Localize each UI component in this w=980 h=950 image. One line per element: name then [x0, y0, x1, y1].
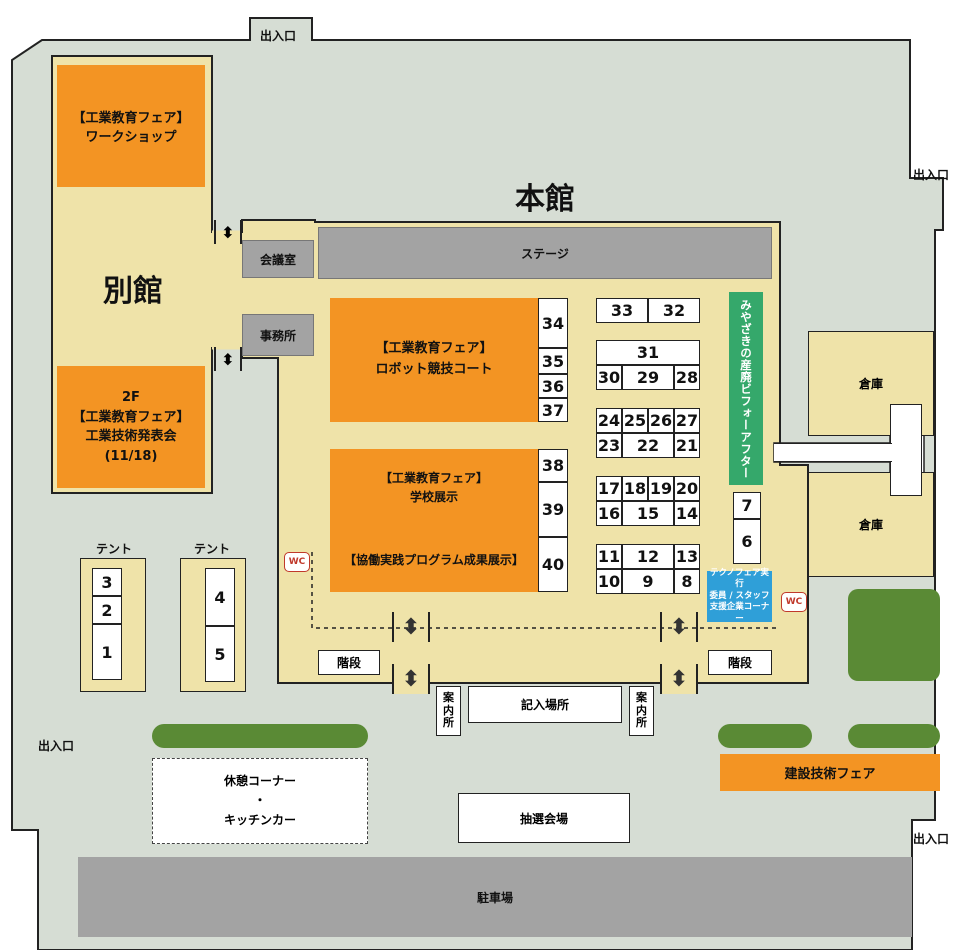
school-exhibit: 【工業教育フェア】 学校展示 【協働実践プログラム成果展示】 — [330, 449, 538, 592]
info-desk-right: 案 内 所 — [629, 686, 654, 736]
hedge-right-1 — [718, 724, 812, 748]
booth-15[interactable]: 15 — [622, 501, 674, 526]
reception-area: 記入場所 — [468, 686, 622, 723]
door-inner-right: ⬍ — [660, 612, 698, 642]
booth-30[interactable]: 30 — [596, 365, 622, 390]
recycle-exhibit-label: みやざきの産廃ビフォーアフター — [739, 298, 753, 479]
annex-presentation: 2F 【工業教育フェア】 工業技術発表会 (11/18) — [57, 366, 205, 488]
tent-booth-2[interactable]: 2 — [92, 596, 122, 624]
stairs-right: 階段 — [708, 650, 772, 675]
tent-label-left: テント — [96, 542, 133, 556]
booth-6[interactable]: 6 — [733, 519, 761, 564]
booth-21[interactable]: 21 — [674, 433, 700, 458]
booth-25[interactable]: 25 — [622, 408, 648, 433]
entrance-top: 出入口 — [260, 29, 297, 43]
collab-exhibit-label: 【協働実践プログラム成果展示】 — [344, 553, 524, 567]
up-down-arrow-icon: ⬍ — [669, 614, 689, 640]
annex-door-lower: ⬍ — [214, 347, 242, 371]
tent-booth-4[interactable]: 4 — [205, 568, 235, 626]
construction-fair: 建設技術フェア — [720, 754, 940, 791]
booth-9[interactable]: 9 — [622, 569, 674, 594]
booth-33[interactable]: 33 — [596, 298, 648, 323]
meeting-room: 会議室 — [242, 240, 314, 278]
entrance-lower-right: 出入口 — [913, 832, 950, 846]
rest-and-kitchen-car: 休憩コーナー ・ キッチンカー — [152, 758, 368, 844]
booth-23[interactable]: 23 — [596, 433, 622, 458]
stage: ステージ — [318, 227, 772, 279]
parking-lot: 駐車場 — [78, 857, 912, 937]
booth-22[interactable]: 22 — [622, 433, 674, 458]
office: 事務所 — [242, 314, 314, 356]
tent-label-right: テント — [194, 542, 231, 556]
booth-20[interactable]: 20 — [674, 476, 700, 501]
lottery-venue: 抽選会場 — [458, 793, 630, 843]
booth-26[interactable]: 26 — [648, 408, 674, 433]
booth-24[interactable]: 24 — [596, 408, 622, 433]
connector-white — [890, 404, 922, 496]
booth-11[interactable]: 11 — [596, 544, 622, 569]
booth-17[interactable]: 17 — [596, 476, 622, 501]
booth-8[interactable]: 8 — [674, 569, 700, 594]
wc-right: WC — [781, 592, 807, 612]
annex-door-upper: ⬍ — [214, 220, 242, 244]
up-down-arrow-icon: ⬍ — [221, 222, 235, 242]
tent-booth-5[interactable]: 5 — [205, 626, 235, 682]
wc-left: WC — [284, 552, 310, 572]
entrance-left: 出入口 — [38, 739, 75, 753]
booth-29[interactable]: 29 — [622, 365, 674, 390]
booth-28[interactable]: 28 — [674, 365, 700, 390]
tent-booth-3[interactable]: 3 — [92, 568, 122, 596]
stairs-left: 階段 — [318, 650, 380, 675]
main-title: 本館 — [515, 182, 575, 217]
techno-committee-corner: テクノフェア実行 委員 / スタッフ 支援企業コーナー — [707, 568, 772, 624]
tent-booth-1[interactable]: 1 — [92, 624, 122, 680]
green-area-right — [848, 589, 940, 681]
booth-38[interactable]: 38 — [538, 449, 568, 482]
school-exhibit-label: 【工業教育フェア】 学校展示 — [379, 471, 488, 505]
booth-35[interactable]: 35 — [538, 348, 568, 374]
booth-13[interactable]: 13 — [674, 544, 700, 569]
booth-32[interactable]: 32 — [648, 298, 700, 323]
booth-40[interactable]: 40 — [538, 537, 568, 592]
booth-31[interactable]: 31 — [596, 340, 700, 365]
booth-16[interactable]: 16 — [596, 501, 622, 526]
annex-title: 別館 — [103, 274, 163, 309]
booth-10[interactable]: 10 — [596, 569, 622, 594]
booth-39[interactable]: 39 — [538, 482, 568, 537]
hedge-left — [152, 724, 368, 748]
entrance-door-left: ⬍ — [392, 664, 430, 694]
booth-19[interactable]: 19 — [648, 476, 674, 501]
recycle-exhibit-sign: みやざきの産廃ビフォーアフター — [729, 292, 763, 485]
entrance-upper-right: 出入口 — [913, 168, 950, 182]
booth-37[interactable]: 37 — [538, 398, 568, 422]
hedge-right-2 — [848, 724, 940, 748]
booth-12[interactable]: 12 — [622, 544, 674, 569]
connector-corridor — [774, 443, 892, 462]
robot-court: 【工業教育フェア】 ロボット競技コート — [330, 298, 538, 422]
up-down-arrow-icon: ⬍ — [669, 666, 689, 692]
door-inner-left: ⬍ — [392, 612, 430, 642]
booth-7[interactable]: 7 — [733, 492, 761, 519]
booth-36[interactable]: 36 — [538, 374, 568, 398]
booth-18[interactable]: 18 — [622, 476, 648, 501]
booth-34[interactable]: 34 — [538, 298, 568, 348]
up-down-arrow-icon: ⬍ — [401, 666, 421, 692]
up-down-arrow-icon: ⬍ — [401, 614, 421, 640]
entrance-door-right: ⬍ — [660, 664, 698, 694]
annex-workshop: 【工業教育フェア】 ワークショップ — [57, 65, 205, 187]
info-desk-left: 案 内 所 — [436, 686, 461, 736]
up-down-arrow-icon: ⬍ — [221, 349, 235, 369]
booth-27[interactable]: 27 — [674, 408, 700, 433]
booth-14[interactable]: 14 — [674, 501, 700, 526]
